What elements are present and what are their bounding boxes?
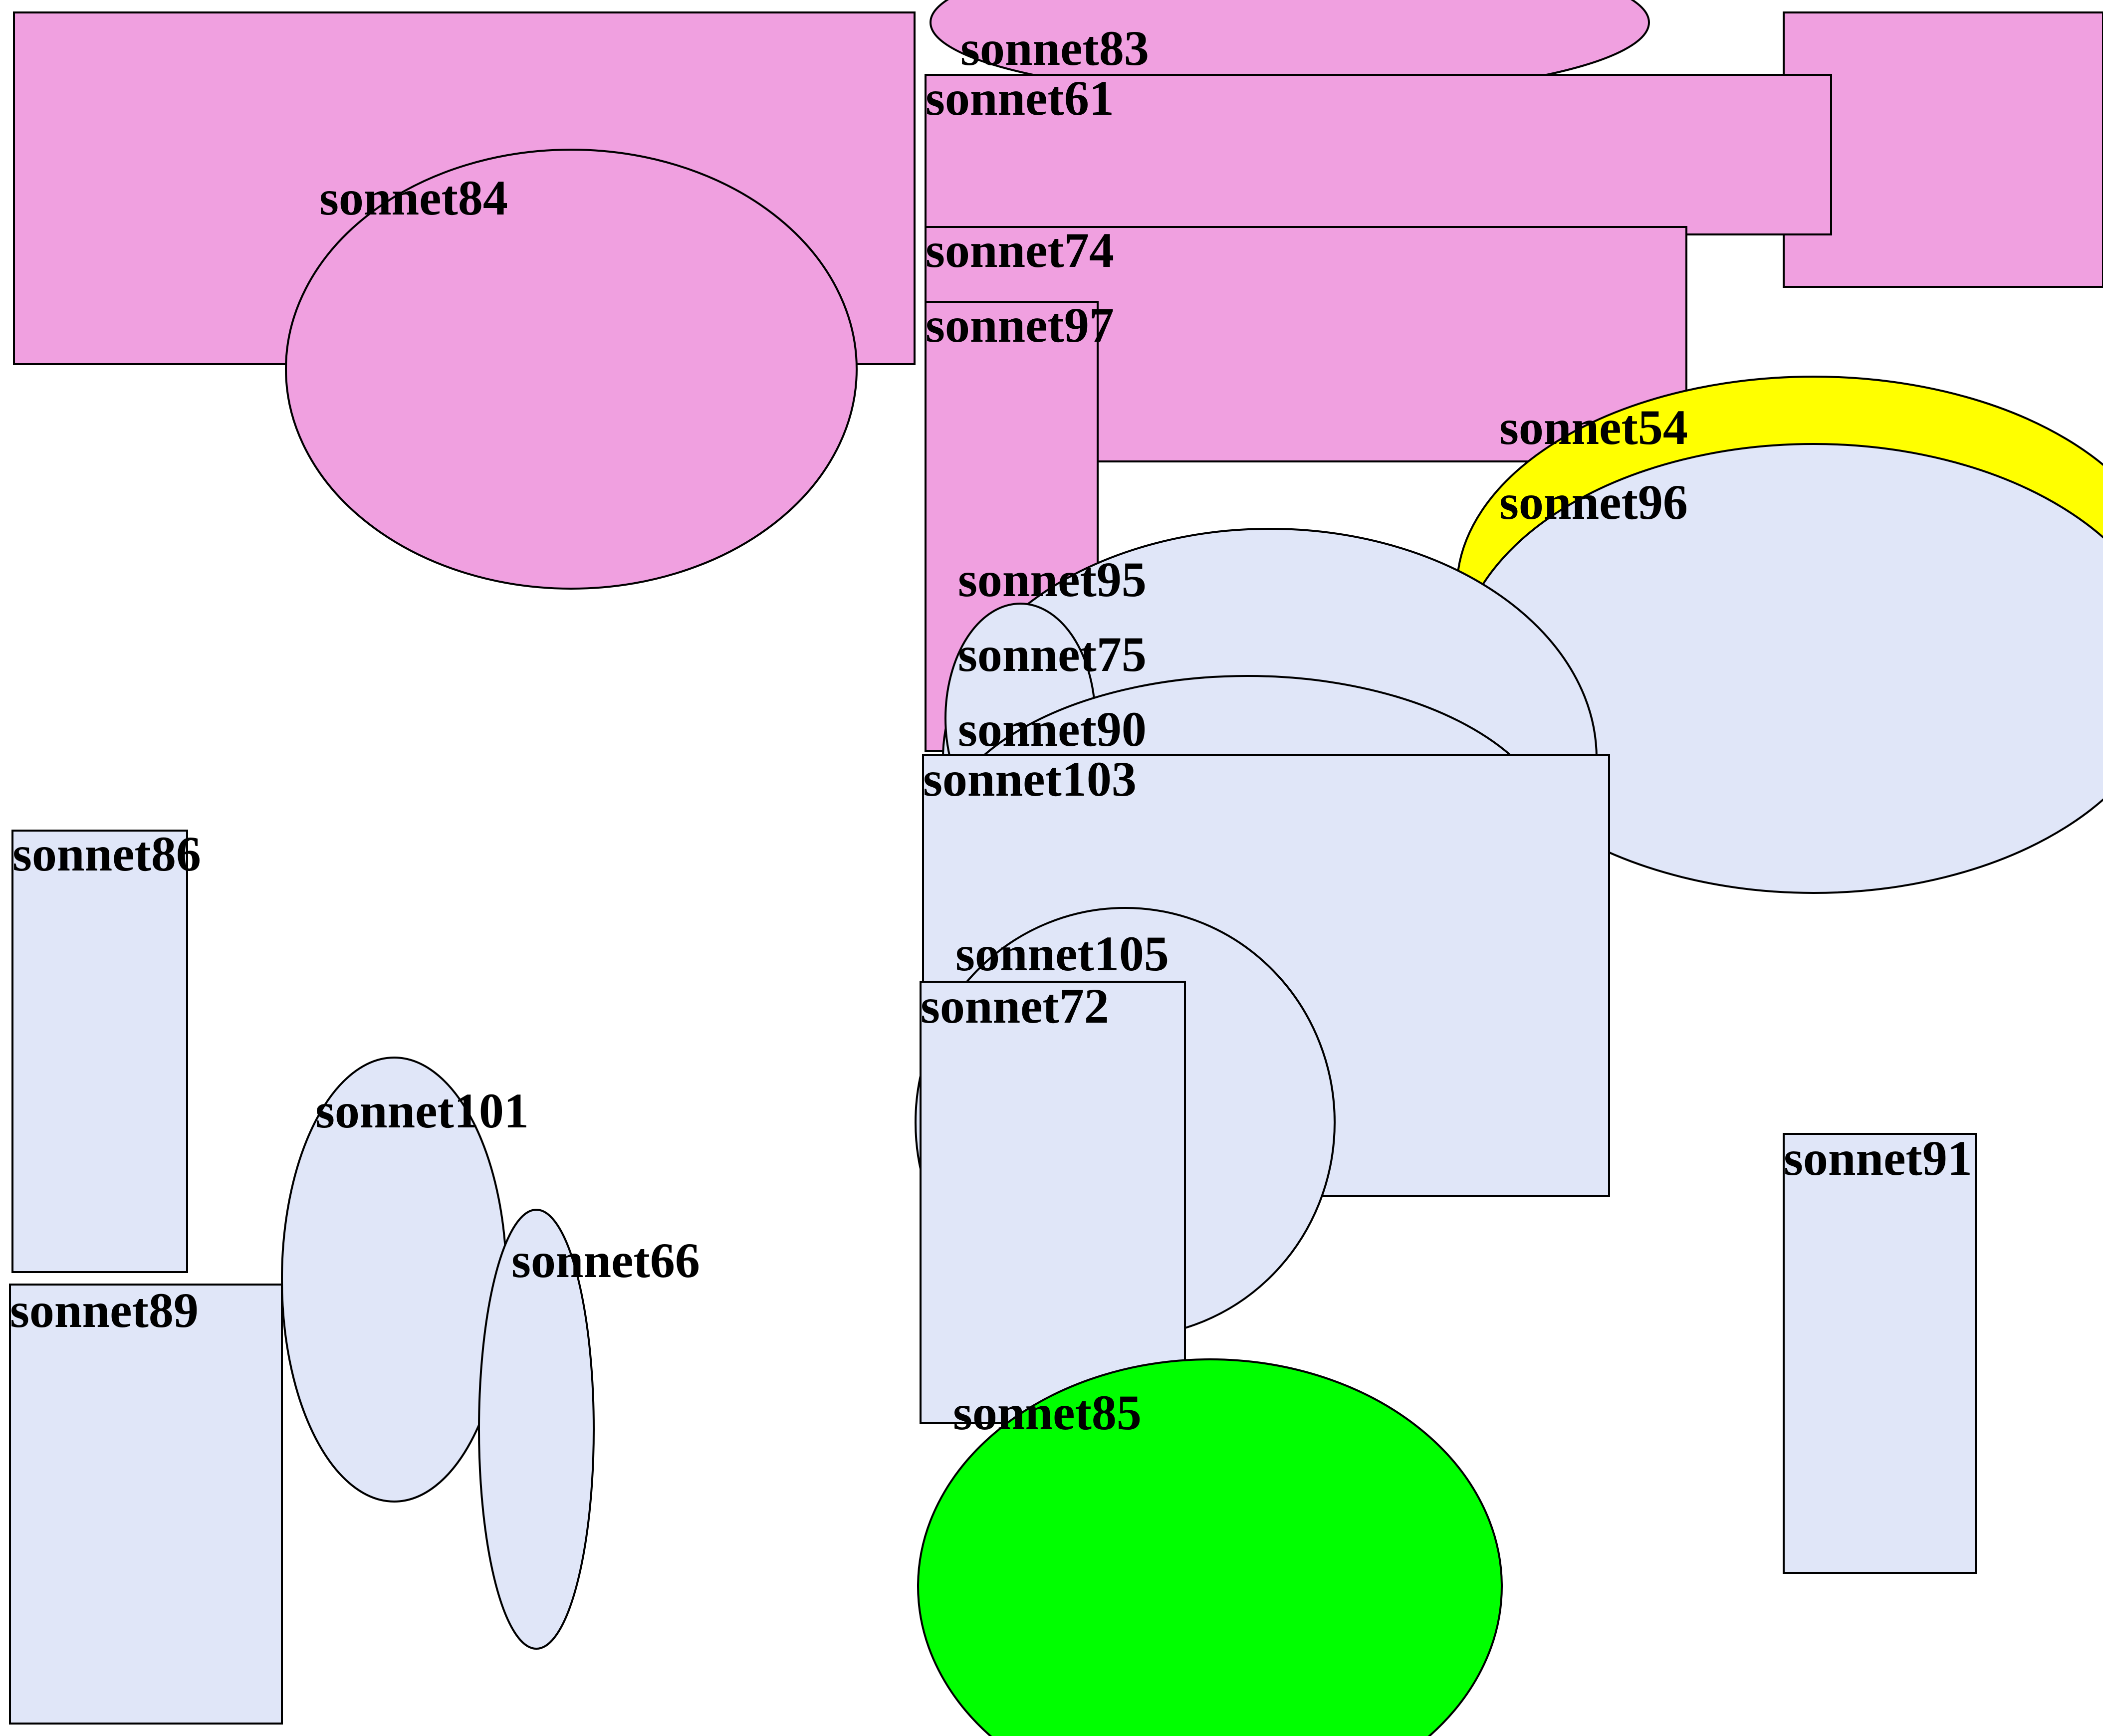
sonnet91-rect [1783, 1133, 1977, 1574]
sonnet86-label: sonnet86 [12, 826, 201, 881]
rect-top-right-bg-rect [1783, 11, 2103, 288]
sonnet83-label: sonnet83 [960, 20, 1149, 76]
sonnet66-ellipse [478, 1209, 595, 1650]
sonnet84-label: sonnet84 [319, 170, 508, 225]
sonnet86-rect [11, 830, 188, 1273]
sonnet72-rect [920, 981, 1186, 1424]
sonnet89-label: sonnet89 [10, 1283, 199, 1338]
sonnet89-rect [9, 1284, 283, 1725]
sonnet72-label: sonnet72 [921, 978, 1109, 1034]
sonnet84-ellipse [285, 149, 858, 590]
sonnet61-rect [925, 74, 1832, 235]
sonnet85-label: sonnet85 [953, 1385, 1142, 1440]
label-layer: sonnet83 sonnet84 sonnet61 sonnet74 sonnet97… [10, 20, 1972, 1440]
sonnet101-label: sonnet101 [315, 1083, 529, 1138]
sonnet91-label: sonnet91 [1784, 1130, 1972, 1186]
sonnet85-ellipse [917, 1358, 1503, 1736]
sonnet95-label: sonnet95 [958, 552, 1147, 607]
sonnet75-label: sonnet75 [958, 627, 1147, 682]
sonnet74-label: sonnet74 [926, 222, 1114, 278]
sonnet90-label: sonnet90 [958, 701, 1147, 757]
sonnet105-label: sonnet105 [955, 926, 1169, 981]
sonnet96-label: sonnet96 [1499, 474, 1688, 530]
sonnet66-label: sonnet66 [511, 1233, 700, 1288]
sonnet103-label: sonnet103 [923, 751, 1137, 807]
sonnet61-label: sonnet61 [926, 70, 1114, 126]
sonnet54-label: sonnet54 [1499, 400, 1688, 455]
sonnet97-label: sonnet97 [926, 297, 1114, 353]
shape-layer [9, 0, 2103, 1736]
